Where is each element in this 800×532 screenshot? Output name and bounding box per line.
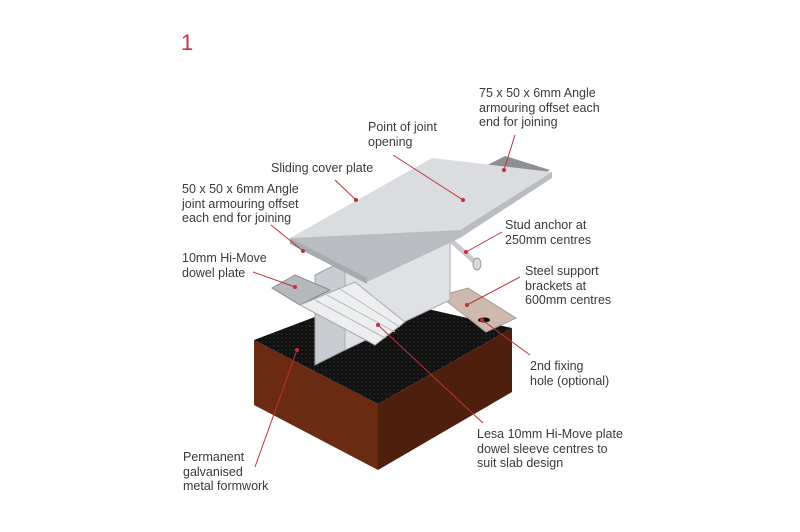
label-line: galvanised bbox=[183, 464, 243, 479]
dowel-plate bbox=[271, 274, 332, 306]
label-line: Sliding cover plate bbox=[271, 161, 374, 175]
label-line: 10mm Hi-Move bbox=[182, 251, 267, 265]
label-line: Permanent bbox=[183, 450, 245, 464]
label-line: Steel support bbox=[525, 264, 599, 278]
label-angle-50: 50 x 50 x 6mm Angle joint armouring offs… bbox=[182, 182, 299, 226]
label-line: joint armouring offset bbox=[182, 196, 299, 211]
label-line: Lesa 10mm Hi-Move plate bbox=[477, 427, 623, 441]
label-brackets: Steel support brackets at 600mm centres bbox=[525, 264, 611, 308]
label-line: Point of joint bbox=[368, 120, 437, 134]
label-stud-anchor: Stud anchor at 250mm centres bbox=[505, 218, 591, 247]
label-line: Stud anchor at bbox=[505, 218, 587, 232]
label-line: hole (optional) bbox=[530, 373, 610, 388]
label-line: dowel plate bbox=[182, 265, 246, 280]
label-line: suit slab design bbox=[477, 456, 564, 470]
label-line: metal formwork bbox=[183, 479, 269, 493]
stud-anchor-head bbox=[472, 257, 482, 271]
label-line: 600mm centres bbox=[525, 293, 612, 307]
figure-number: 1 bbox=[181, 30, 194, 55]
label-line: brackets at bbox=[525, 278, 587, 293]
label-line: 250mm centres bbox=[505, 232, 592, 247]
label-line: each end for joining bbox=[182, 211, 292, 225]
label-line: opening bbox=[368, 134, 413, 149]
label-fixing-hole: 2nd fixing hole (optional) bbox=[530, 359, 609, 388]
leader-dots bbox=[293, 168, 506, 352]
label-dowel-plate: 10mm Hi-Move dowel plate bbox=[182, 251, 267, 280]
label-line: end for joining bbox=[479, 115, 558, 129]
label-cover-plate: Sliding cover plate bbox=[271, 161, 373, 176]
label-line: 50 x 50 x 6mm Angle bbox=[182, 182, 299, 196]
sliding-cover-plate bbox=[290, 158, 552, 284]
label-line: 2nd fixing bbox=[530, 359, 584, 373]
dowel-sleeve-ribs bbox=[314, 288, 401, 339]
leader-lines bbox=[252, 134, 531, 468]
label-dowel-sleeve: Lesa 10mm Hi-Move plate dowel sleeve cen… bbox=[477, 427, 623, 471]
label-line: dowel sleeve centres to bbox=[477, 441, 608, 456]
label-angle-75: 75 x 50 x 6mm Angle armouring offset eac… bbox=[479, 86, 600, 130]
label-line: armouring offset each bbox=[479, 100, 600, 115]
support-bracket bbox=[438, 287, 518, 333]
label-formwork: Permanent galvanised metal formwork bbox=[183, 450, 268, 494]
label-line: 75 x 50 x 6mm Angle bbox=[479, 86, 596, 100]
label-joint-opening: Point of joint opening bbox=[368, 120, 437, 149]
dowel-sleeve bbox=[298, 281, 406, 346]
